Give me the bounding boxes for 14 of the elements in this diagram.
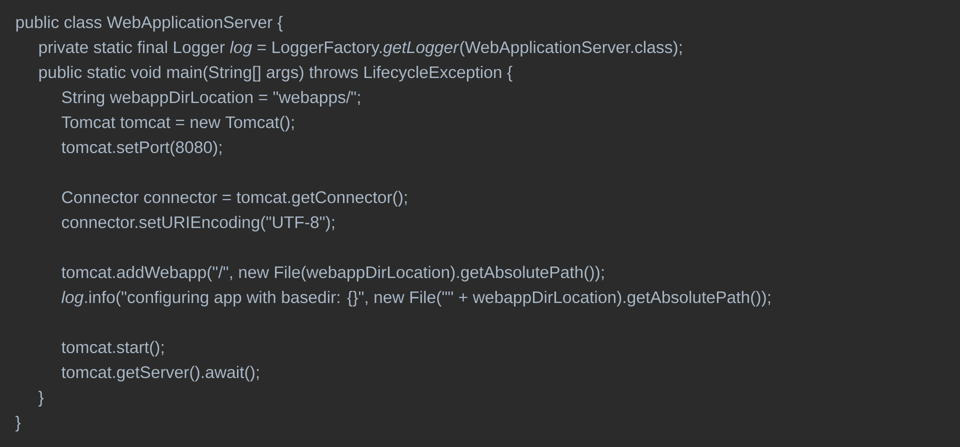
code-line: public static void main(String[] args) throws LifecycleException { xyxy=(39,66,512,82)
code-line: private static final Logger log = LoggerFactory.getLogger(WebApplicationServer.class); xyxy=(39,40,682,56)
code-line: Connector connector = tomcat.getConnector(); xyxy=(62,190,407,206)
code-line: tomcat.start(); xyxy=(62,340,164,356)
code-line: connector.setURIEncoding("UTF-8"); xyxy=(62,216,334,232)
code-line: Tomcat tomcat = new Tomcat(); xyxy=(62,116,294,132)
code-line: log.info("configuring app with basedir: {}", new File("" + webappDirLocation).getAbsolutePath()); xyxy=(62,290,770,306)
code-line: } xyxy=(16,416,21,432)
code-line: tomcat.addWebapp("/", new File(webappDirLocation).getAbsolutePath()); xyxy=(62,266,604,282)
code-line: public class WebApplicationServer { xyxy=(16,16,283,32)
code-line: tomcat.setPort(8080); xyxy=(62,140,222,156)
code-line: String webappDirLocation = "webapps/"; xyxy=(62,90,360,106)
code-line: } xyxy=(38,390,44,406)
code-line: tomcat.getServer().await(); xyxy=(62,366,259,382)
